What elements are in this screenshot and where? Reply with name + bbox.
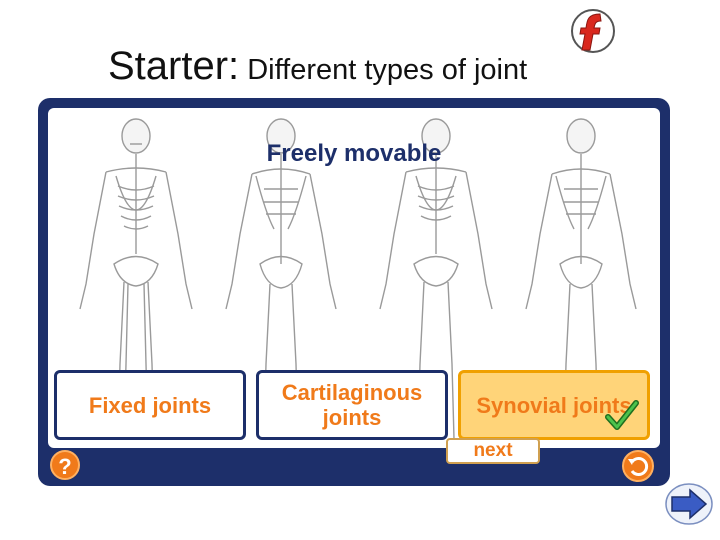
title-main: Starter: (108, 44, 240, 88)
option-label: Synovial joints (476, 392, 632, 418)
option-synovial-joints[interactable]: Synovial joints (458, 370, 650, 440)
activity-panel: Freely movable Fixed joints Cartilaginou… (38, 98, 670, 486)
option-cartilaginous-joints[interactable]: Cartilaginous joints (256, 370, 448, 440)
check-icon (605, 400, 639, 430)
option-fixed-joints[interactable]: Fixed joints (54, 370, 246, 440)
option-label: Fixed joints (88, 392, 212, 418)
forward-arrow-icon[interactable] (664, 482, 714, 526)
next-button[interactable]: next (446, 438, 540, 464)
activity-stage: Freely movable Fixed joints Cartilaginou… (48, 108, 660, 448)
help-button[interactable]: ? (50, 450, 80, 480)
replay-icon[interactable] (622, 450, 654, 482)
activity-heading: Freely movable (266, 140, 442, 167)
flash-logo-icon (571, 9, 615, 53)
option-label: Cartilaginous joints (281, 380, 423, 430)
title-sub: Different types of joint (239, 54, 528, 86)
slide-title: Starter: Different types of joint (108, 44, 527, 89)
